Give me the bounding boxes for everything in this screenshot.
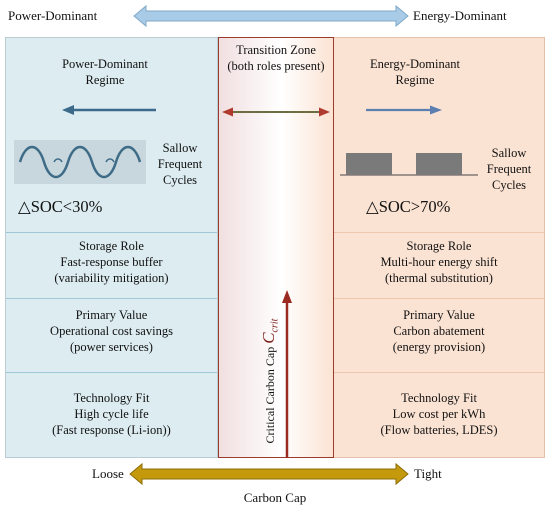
right-primary-value: Primary Value Carbon abatement (energy p… [392,308,486,354]
top-axis-right-label: Energy-Dominant [413,8,507,23]
left-divider-3 [6,372,217,373]
critical-cap-vertical-label: Critical Carbon Cap Ccrit [259,316,281,446]
top-axis-arrow [133,4,409,28]
left-cycle-label: Sallow Frequent Cycles [157,141,203,187]
right-soc-label: △SOC>70% [366,197,451,216]
transition-zone-panel [218,37,334,458]
left-divider-2 [6,298,217,299]
right-divider-3 [334,372,544,373]
left-regime-title: Power-Dominant Regime [62,57,148,87]
left-storage-role: Storage Role Fast-response buffer (varia… [54,239,169,285]
right-cycle-label: Sallow Frequent Cycles [486,146,532,192]
top-axis-left-label: Power-Dominant [8,8,98,23]
critical-cap-text: Critical Carbon Cap [263,346,277,444]
right-storage-role: Storage Role Multi-hour energy shift (th… [380,239,498,285]
left-divider-1 [6,232,217,233]
right-technology-fit: Technology Fit Low cost per kWh (Flow ba… [380,391,498,437]
left-technology-fit: Technology Fit High cycle life (Fast res… [52,391,171,437]
left-arrow [62,105,156,115]
bottom-axis-left-label: Loose [92,466,124,481]
bottom-axis-title: Carbon Cap [243,490,307,505]
power-dominant-panel [5,37,218,458]
transition-double-arrow [222,107,330,117]
bottom-axis-double-arrow [129,462,409,486]
bottom-axis-arrow [129,462,409,486]
energy-dominant-panel [333,37,545,458]
top-axis-double-arrow [133,4,409,28]
square-wave-icon [340,153,478,176]
left-soc-label: △SOC<30% [18,197,103,216]
transition-zone-title: Transition Zone (both roles present) [227,43,325,73]
bottom-axis-right-label: Tight [414,466,442,481]
right-arrow [366,105,442,115]
critical-cap-subscript: crit [269,318,281,333]
right-regime-title: Energy-Dominant Regime [369,57,461,87]
right-divider-2 [334,298,544,299]
critical-cap-symbol: C [259,332,278,344]
right-divider-1 [334,232,544,233]
critical-cap-arrow [282,290,292,458]
left-primary-value: Primary Value Operational cost savings (… [50,308,173,354]
sine-wave-icon [14,140,146,184]
